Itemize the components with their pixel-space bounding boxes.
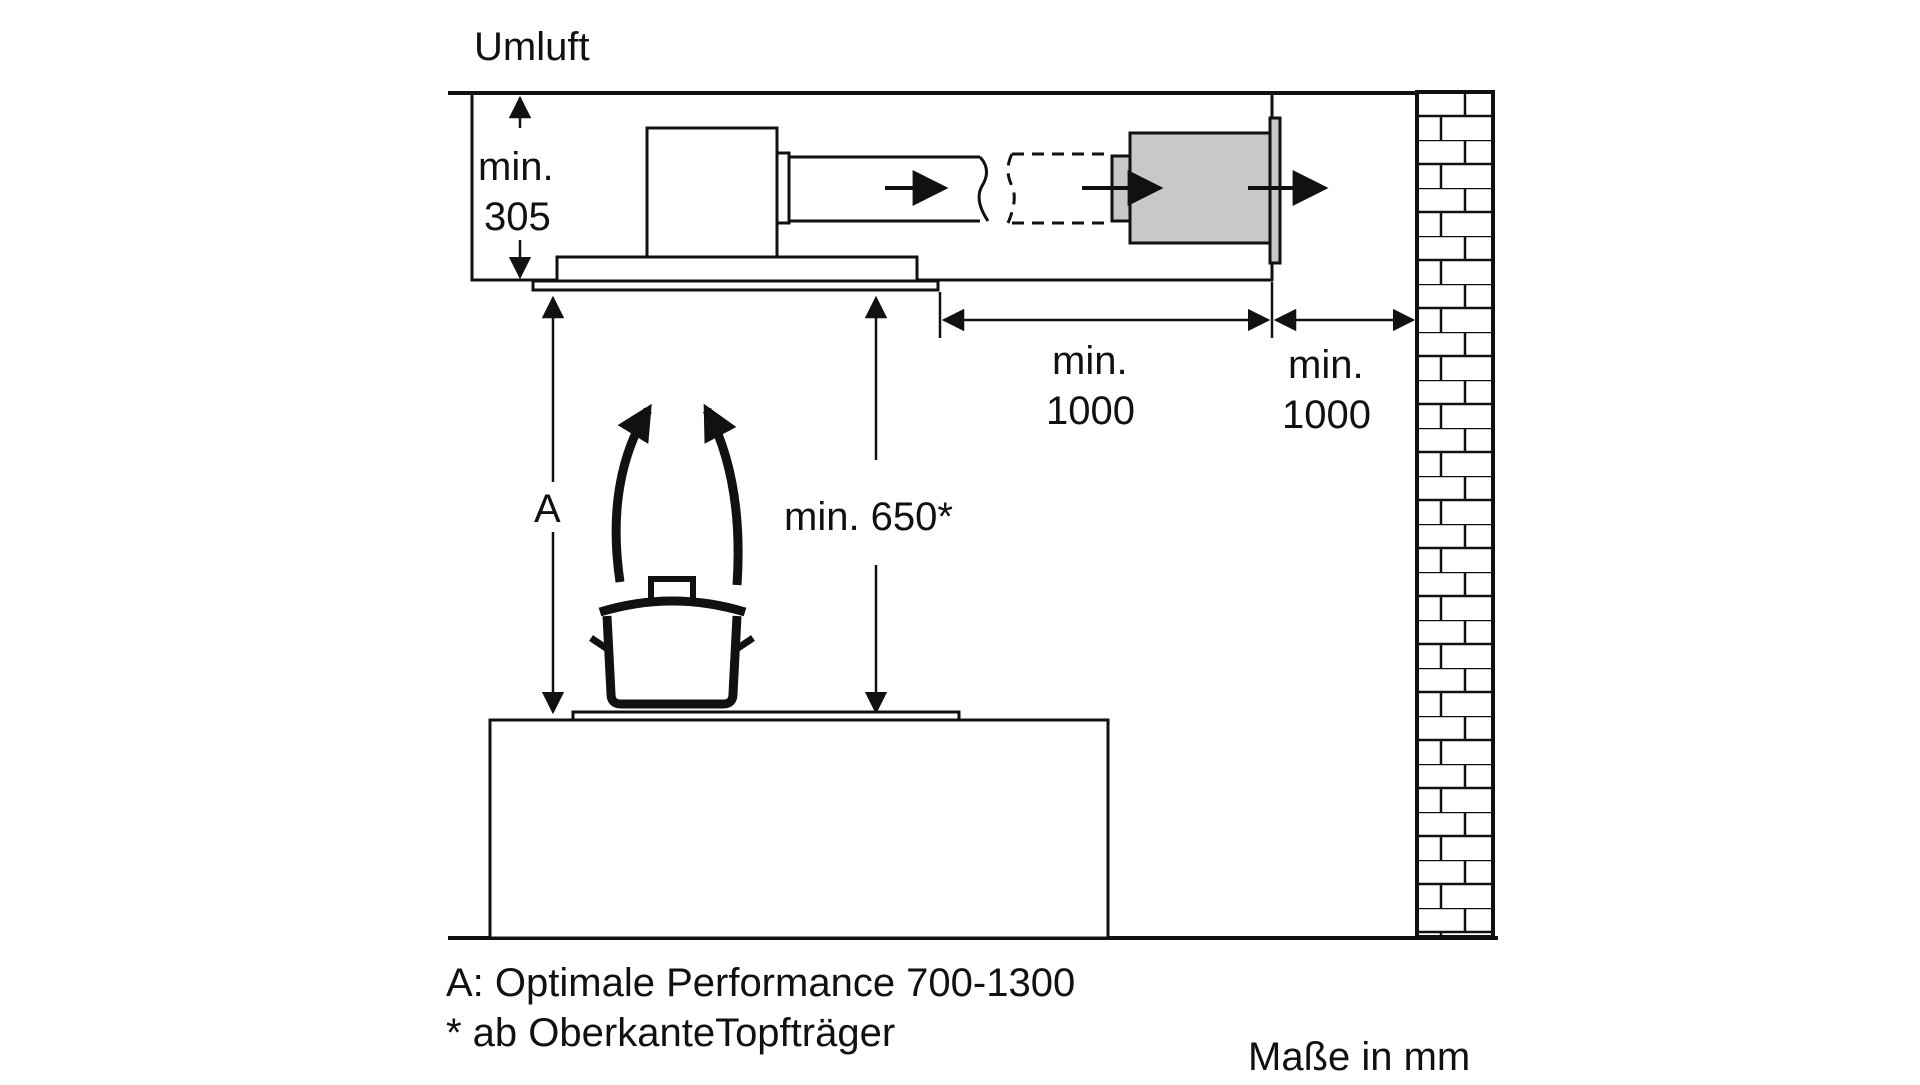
label-min-305-value: 305 [484, 195, 551, 239]
note-pot-support: * ab OberkanteTopfträger [446, 1011, 895, 1055]
cooking-pot [589, 576, 755, 709]
note-units: Maße in mm [1248, 1035, 1470, 1079]
label-min-305-top: min. [478, 145, 554, 189]
note-optimal-performance: A: Optimale Performance 700-1300 [446, 961, 1075, 1005]
kitchen-counter [488, 718, 1110, 940]
steam-arrow-left [611, 403, 652, 583]
label-dim-a: A [534, 487, 561, 531]
duct-pipe [789, 155, 990, 223]
brick-wall [1415, 90, 1495, 939]
label-min-1000-right-value: 1000 [1282, 393, 1371, 437]
diagram-title: Umluft [474, 25, 590, 69]
duct-dashed [1006, 152, 1112, 225]
steam-arrow-right [703, 403, 743, 586]
label-min-1000-left-top: min. [1052, 339, 1128, 383]
label-min-1000-right-top: min. [1288, 343, 1364, 387]
label-min-1000-left-value: 1000 [1046, 389, 1135, 433]
dim-a-label-bg [530, 482, 576, 532]
hood-body [555, 255, 919, 283]
duct-flange [775, 151, 791, 225]
hood-motor-housing [645, 126, 779, 259]
filter-grille [1268, 116, 1282, 265]
hood-front-panel [531, 279, 940, 292]
label-min-650: min. 650* [784, 495, 953, 539]
